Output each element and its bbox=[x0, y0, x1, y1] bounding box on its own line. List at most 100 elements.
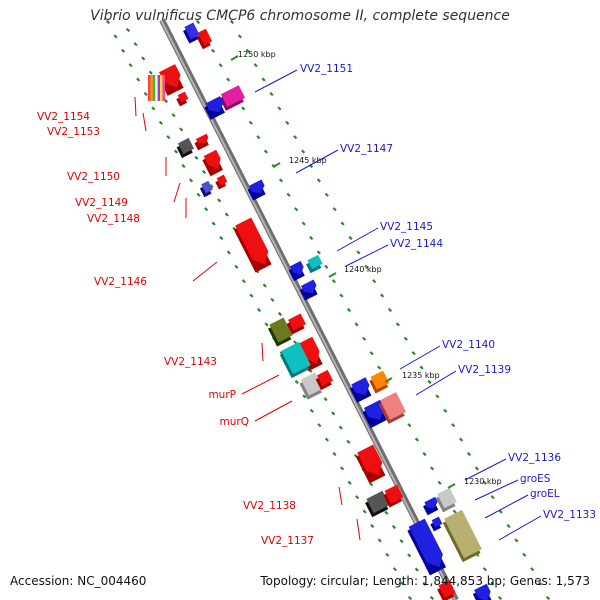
gene-block bbox=[299, 279, 318, 301]
tick-dot bbox=[133, 42, 138, 47]
tick-dot bbox=[323, 397, 328, 402]
gene-arrow bbox=[235, 217, 269, 265]
label-leader bbox=[295, 149, 339, 174]
tick-dot bbox=[399, 539, 404, 544]
gene-block bbox=[378, 392, 407, 424]
gene-label-right: VV2_1145 bbox=[380, 221, 433, 233]
tick-dot bbox=[522, 552, 527, 557]
gene-block bbox=[196, 28, 213, 50]
gene-arrow bbox=[289, 260, 304, 275]
tick-dot bbox=[201, 169, 207, 175]
tick-dot bbox=[141, 56, 146, 61]
tick-dot bbox=[347, 480, 352, 485]
tick-dot bbox=[234, 264, 239, 269]
gene-label-right: VV2_1147 bbox=[340, 143, 393, 155]
gene-block bbox=[233, 217, 272, 273]
tick-dot bbox=[422, 451, 427, 457]
label-leader bbox=[254, 69, 298, 93]
tick-dot bbox=[482, 567, 487, 572]
tick-dot bbox=[380, 293, 385, 298]
gene-block bbox=[472, 583, 493, 600]
gene-label-left: VV2_1137 bbox=[261, 535, 314, 547]
gene-box bbox=[269, 317, 293, 343]
tick-dot bbox=[338, 425, 343, 430]
tick-dot bbox=[482, 480, 487, 485]
gene-box bbox=[201, 180, 213, 194]
tick-dot bbox=[339, 466, 345, 471]
tick-dot bbox=[369, 482, 374, 487]
tick-dot bbox=[302, 394, 307, 399]
gene-block bbox=[355, 444, 386, 484]
tick-dot bbox=[219, 235, 224, 241]
gene-block bbox=[407, 518, 447, 576]
label-leader bbox=[134, 96, 137, 117]
gene-block bbox=[194, 133, 209, 151]
gene-block bbox=[365, 490, 390, 518]
stripe bbox=[160, 75, 163, 101]
tick-dot bbox=[419, 365, 424, 370]
tick-dot bbox=[143, 91, 148, 97]
gene-label-left: VV2_1138 bbox=[243, 500, 296, 512]
gene-block bbox=[430, 516, 443, 532]
gene-block bbox=[199, 180, 213, 198]
tick-dot bbox=[356, 250, 361, 255]
tick-dot bbox=[270, 297, 275, 302]
tick-dot bbox=[414, 437, 420, 442]
gene-box bbox=[177, 91, 189, 103]
gene-block bbox=[442, 509, 482, 563]
tick-dot bbox=[218, 63, 223, 68]
gene-label-left: VV2_1143 bbox=[164, 356, 217, 368]
tick-dot bbox=[253, 63, 258, 68]
gene-label-right: VV2_1133 bbox=[543, 509, 596, 521]
tick-dot bbox=[171, 113, 176, 118]
label-leader bbox=[261, 342, 264, 362]
tick-dot bbox=[136, 77, 141, 82]
gene-block bbox=[435, 487, 457, 513]
gene-label-left: VV2_1153 bbox=[47, 126, 100, 138]
gene-box bbox=[444, 509, 482, 559]
tick-dot bbox=[403, 336, 408, 341]
tick-dot bbox=[474, 466, 479, 471]
tick-dot bbox=[435, 394, 440, 399]
tick-dot bbox=[538, 581, 543, 586]
tick-dot bbox=[377, 538, 382, 543]
tick-dot bbox=[285, 120, 290, 125]
tick-dot bbox=[245, 48, 250, 53]
gene-box bbox=[216, 174, 228, 186]
tick-dot bbox=[514, 538, 519, 543]
tick-dot bbox=[324, 192, 329, 197]
scale-label: 1230 kbp bbox=[464, 477, 502, 486]
tick-dot bbox=[346, 307, 352, 313]
tick-dot bbox=[377, 365, 382, 370]
gene-box bbox=[316, 369, 334, 387]
gene-block bbox=[183, 22, 200, 44]
gene-label-right: VV2_1151 bbox=[300, 63, 353, 75]
gene-label-left: murP bbox=[208, 389, 236, 401]
tick-dot bbox=[286, 192, 291, 197]
tick-dot bbox=[372, 279, 377, 284]
tick-dot bbox=[362, 509, 367, 514]
gene-arrow bbox=[351, 377, 370, 396]
tick-dot bbox=[369, 351, 374, 356]
tick-dot bbox=[545, 595, 551, 600]
tick-dot bbox=[148, 70, 153, 75]
tick-dot bbox=[324, 437, 330, 442]
tick-dot bbox=[362, 336, 367, 341]
gene-box bbox=[281, 341, 311, 375]
tick-dot bbox=[248, 120, 253, 125]
gene-box bbox=[177, 137, 195, 155]
tick-dot bbox=[332, 207, 337, 212]
scale-label: 1250 kbp bbox=[238, 50, 276, 59]
tick-dot bbox=[226, 77, 231, 82]
tick-dot bbox=[385, 552, 390, 557]
gene-arrow bbox=[297, 336, 320, 364]
label-leader bbox=[356, 518, 361, 541]
gene-block bbox=[286, 313, 306, 335]
tick-dot bbox=[309, 408, 314, 413]
gene-box bbox=[437, 487, 457, 509]
label-leader bbox=[173, 182, 181, 203]
tick-dot bbox=[293, 340, 298, 345]
gene-block bbox=[279, 341, 311, 379]
label-leader bbox=[241, 374, 280, 395]
gene-block bbox=[202, 149, 223, 177]
